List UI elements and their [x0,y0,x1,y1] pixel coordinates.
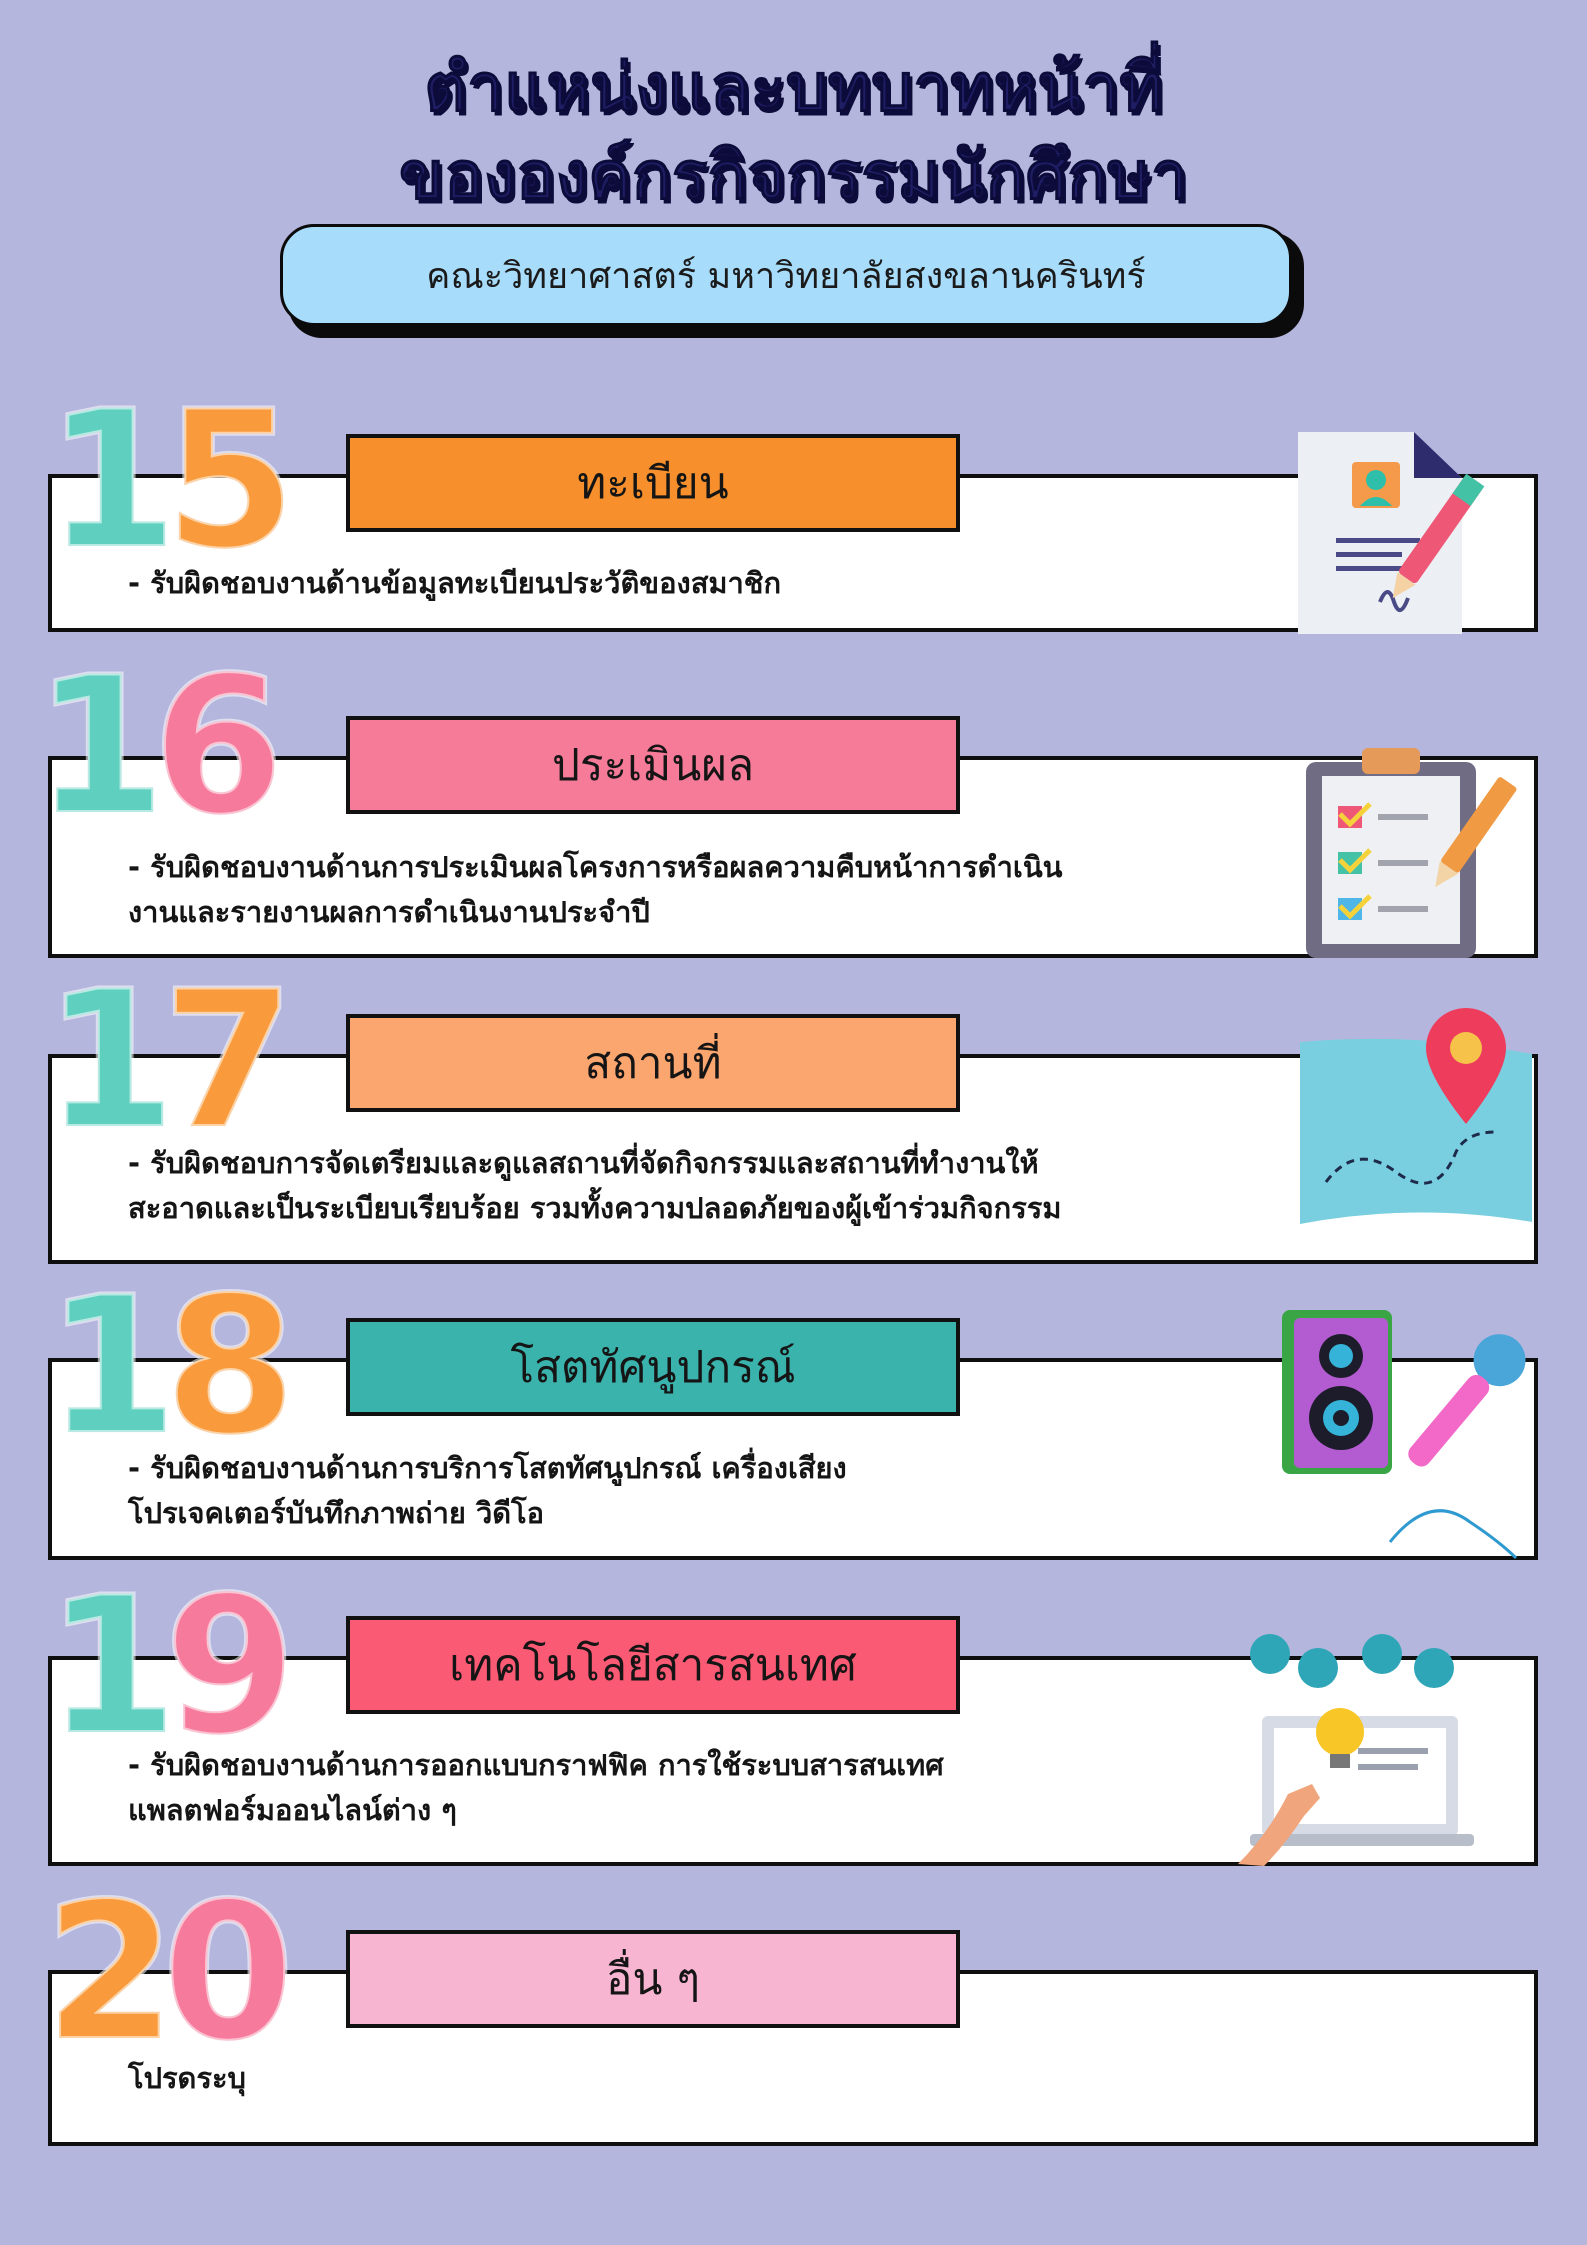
section-label-16: ประเมินผล [346,716,960,814]
section-desc-line: งานและรายงานผลการดำเนินงานประจำปี [128,895,650,929]
speaker-microphone-icon [1282,1310,1526,1560]
section-desc-line: - รับผิดชอบงานด้านข้อมูลทะเบียนประวัติขอ… [128,566,782,600]
number-digit: 0 [160,1862,296,2083]
number-digit: 1 [44,1556,180,1777]
page-title-line-1: ตำแหน่งและบทบาทหน้าที่ [424,49,1164,127]
number-digit: 6 [150,636,286,857]
section-desc-line: โปรดระบุ [128,2061,246,2095]
section-desc-17: - รับผิดชอบการจัดเตรียมและดูแลสถานที่จัด… [128,1141,1258,1231]
number-digit: 9 [162,1556,298,1777]
section-number-20: 20 [42,1876,296,2070]
number-digit: 2 [42,1862,178,2083]
number-digit: 7 [160,950,296,1171]
section-desc-line: - รับผิดชอบงานด้านการบริการโสตทัศนูปกรณ์… [128,1451,847,1485]
number-digit: 1 [42,950,178,1171]
section-desc-line: โปรเจคเตอร์บันทึกภาพถ่าย วิดีโอ [128,1496,545,1530]
number-digit: 1 [44,1256,180,1477]
section-number-17: 17 [42,964,296,1158]
section-desc-15: - รับผิดชอบงานด้านข้อมูลทะเบียนประวัติขอ… [128,561,1258,606]
section-label-18: โสตทัศนูปกรณ์ [346,1318,960,1416]
section-number-15: 15 [44,384,298,578]
section-desc-19: - รับผิดชอบงานด้านการออกแบบกราฟฟิค การใช… [128,1743,1258,1833]
number-digit: 1 [44,370,180,591]
section-desc-line: - รับผิดชอบงานด้านการประเมินผลโครงการหรื… [128,850,1063,884]
section-label-20: อื่น ๆ [346,1930,960,2028]
section-label-17: สถานที่ [346,1014,960,1112]
section-number-18: 18 [44,1270,298,1464]
number-digit: 5 [162,370,298,591]
map-pin-icon [1300,1008,1532,1224]
section-desc-line: - รับผิดชอบการจัดเตรียมและดูแลสถานที่จัด… [128,1146,1039,1180]
number-digit: 1 [32,636,168,857]
section-desc-line: สะอาดและเป็นระเบียบเรียบร้อย รวมทั้งความ… [128,1191,1062,1225]
section-desc-18: - รับผิดชอบงานด้านการบริการโสตทัศนูปกรณ์… [128,1446,1258,1536]
document-pen-icon [1298,432,1485,634]
section-label-19: เทคโนโลยีสารสนเทศ [346,1616,960,1714]
section-desc-20: โปรดระบุ [128,2056,1258,2101]
section-number-16: 16 [32,650,286,844]
number-digit: 8 [162,1256,298,1477]
section-desc-line: แพลตฟอร์มออนไลน์ต่าง ๆ [128,1793,457,1827]
laptop-idea-icon [1238,1634,1474,1866]
section-desc-line: - รับผิดชอบงานด้านการออกแบบกราฟฟิค การใช… [128,1748,944,1782]
section-number-19: 19 [44,1570,298,1764]
section-label-15: ทะเบียน [346,434,960,532]
page-title-line-2: ขององค์กรกิจกรรมนักศึกษา [399,137,1189,215]
clipboard-checklist-icon [1306,748,1517,958]
section-desc-16: - รับผิดชอบงานด้านการประเมินผลโครงการหรื… [128,845,1258,935]
subtitle-pill: คณะวิทยาศาสตร์ มหาวิทยาลัยสงขลานครินทร์ [280,224,1292,326]
